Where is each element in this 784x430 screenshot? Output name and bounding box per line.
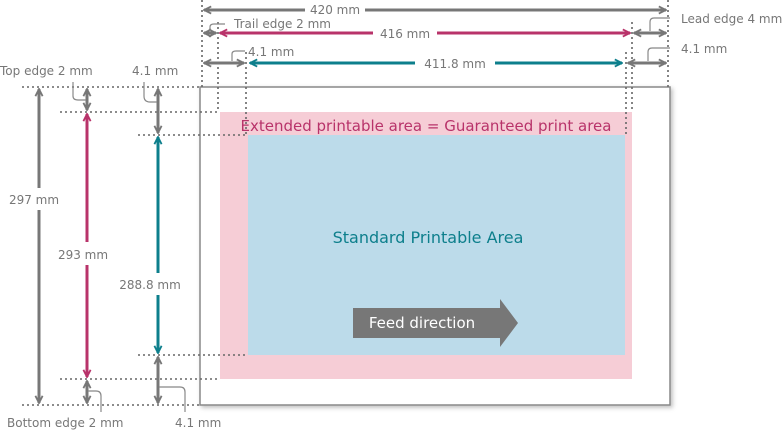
bottom-edge-label: Bottom edge 2 mm — [7, 416, 123, 430]
trail-edge-label: Trail edge 2 mm — [233, 17, 331, 31]
top-edge-label: Top edge 2 mm — [0, 64, 93, 78]
feed-direction-label: Feed direction — [369, 314, 475, 332]
vertical-dimensions: 297 mm 293 mm 288.8 mm Top edge 2 mm 4.1… — [0, 64, 221, 430]
right-margin-label: 4.1 mm — [681, 42, 727, 56]
standard-width-label: 411.8 mm — [424, 57, 486, 71]
paper-height-label: 297 mm — [9, 193, 59, 207]
paper-width-label: 420 mm — [310, 3, 360, 17]
left-margin-label: 4.1 mm — [248, 45, 294, 59]
extended-height-label: 293 mm — [58, 248, 108, 262]
extended-width-label: 416 mm — [380, 27, 430, 41]
standard-area-label: Standard Printable Area — [333, 228, 524, 247]
bottom-margin-label: 4.1 mm — [175, 416, 221, 430]
horizontal-dimensions: 420 mm 416 mm 411.8 mm Trail edge 2 mm 4… — [204, 3, 782, 71]
top-margin-label: 4.1 mm — [132, 64, 178, 78]
lead-edge-label: Lead edge 4 mm — [681, 12, 782, 26]
extended-area-label: Extended printable area = Guaranteed pri… — [241, 117, 612, 135]
feed-direction-arrow-icon — [353, 299, 518, 347]
standard-height-label: 288.8 mm — [119, 278, 181, 292]
